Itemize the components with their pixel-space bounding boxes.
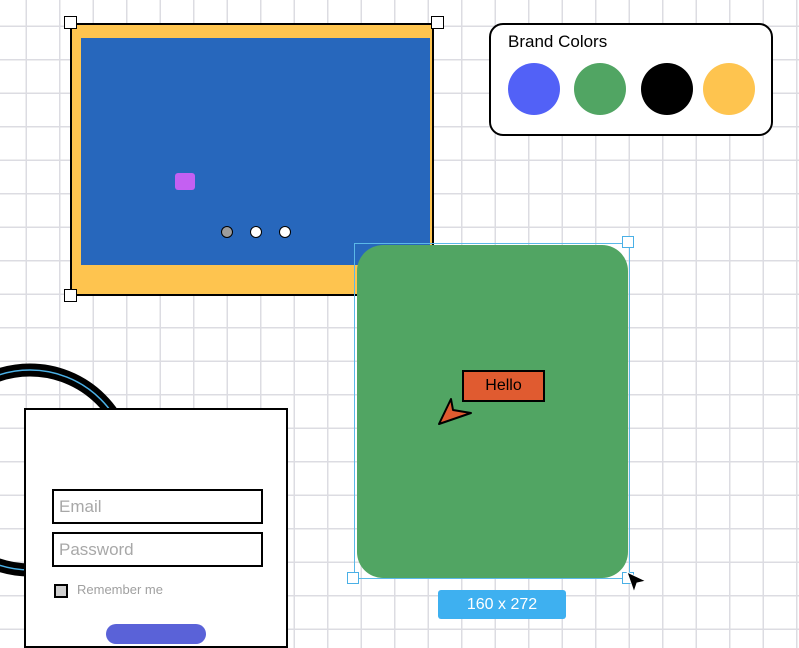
swatch-green[interactable]	[574, 63, 626, 115]
remember-me-label: Remember me	[77, 582, 163, 597]
resize-handle-top-left[interactable]	[64, 16, 77, 29]
resize-handle-top-right[interactable]	[431, 16, 444, 29]
selection-handle-top-right[interactable]	[622, 236, 634, 248]
remember-me-checkbox[interactable]	[54, 584, 68, 598]
hello-badge[interactable]: Hello	[462, 370, 545, 402]
slide-indicator-1[interactable]	[221, 226, 233, 238]
selection-handle-bottom-left[interactable]	[347, 572, 359, 584]
password-input[interactable]	[52, 532, 263, 567]
brand-colors-panel[interactable]: Brand Colors	[489, 23, 773, 136]
size-label: 160 x 272	[438, 590, 566, 619]
resize-handle-bottom-left[interactable]	[64, 289, 77, 302]
selection-outline	[354, 243, 630, 579]
green-card[interactable]	[357, 245, 628, 578]
swatch-black[interactable]	[641, 63, 693, 115]
slide-indicator-2[interactable]	[250, 226, 262, 238]
slide-chip[interactable]	[175, 173, 195, 190]
swatch-blue[interactable]	[508, 63, 560, 115]
slideshow-frame[interactable]	[70, 23, 434, 296]
mouse-pointer-icon	[626, 571, 648, 594]
swatch-yellow[interactable]	[703, 63, 755, 115]
slide-indicator-3[interactable]	[279, 226, 291, 238]
login-form[interactable]: Remember me	[24, 408, 288, 648]
email-input[interactable]	[52, 489, 263, 524]
triangle-pointer-icon	[438, 398, 472, 425]
submit-button[interactable]	[106, 624, 206, 644]
brand-colors-title: Brand Colors	[508, 32, 608, 51]
